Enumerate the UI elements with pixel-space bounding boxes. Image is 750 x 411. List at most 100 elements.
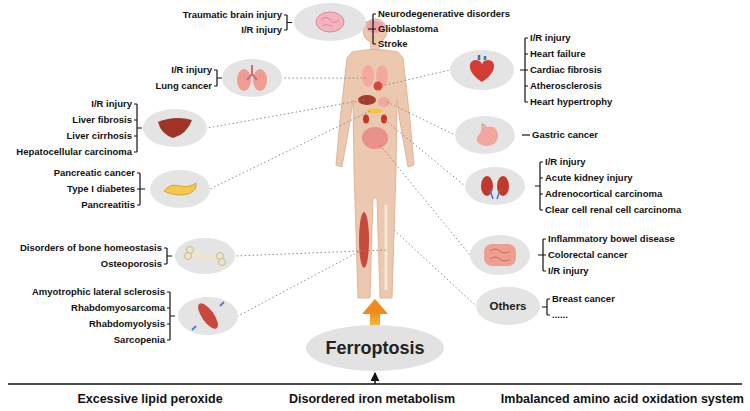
organ-ellipse: [455, 116, 515, 154]
organ-icon: [490, 190, 500, 199]
disease-label: ......: [552, 309, 568, 321]
human-body: [336, 19, 414, 298]
organ-ellipse-ground: [175, 238, 235, 274]
organ-icon: [321, 18, 339, 28]
disease-label: Lung cancer: [156, 80, 213, 92]
disease-label: Cardiac fibrosis: [530, 64, 602, 76]
bracket: [368, 14, 376, 44]
organ-icon: [192, 302, 224, 330]
bracket: [167, 292, 175, 340]
organ-icon: [470, 60, 494, 82]
leader-line: [381, 70, 450, 86]
bracket: [214, 70, 222, 86]
disease-label: I/R injury: [171, 64, 212, 76]
input-line: [8, 373, 742, 384]
disease-label: Heart hypertrophy: [530, 96, 612, 108]
mechanism-label: Disordered iron metabolism: [289, 391, 455, 407]
mechanism-label: Excessive lipid peroxide: [77, 391, 222, 407]
organ-icon: [477, 123, 498, 146]
organ-icon: [158, 118, 192, 138]
disease-label: Liver cirrhosis: [67, 130, 132, 142]
leader-line: [394, 230, 476, 306]
leader-line: [238, 250, 362, 316]
organ-ellipse: [178, 297, 238, 335]
disease-label: Acute kidney injury: [545, 172, 633, 184]
organ-ellipse: [450, 50, 514, 90]
disease-label: Sarcopenia: [114, 334, 165, 346]
disease-label: Heart failure: [530, 48, 585, 60]
organ-icon: [194, 300, 221, 331]
disease-label: Glioblastoma: [378, 23, 438, 35]
organ-icon: [164, 183, 196, 195]
disease-label: Adrenocortical carcinoma: [545, 188, 662, 200]
bracket: [535, 162, 543, 210]
disease-label: Neurodegenerative disorders: [378, 8, 510, 20]
disease-label: Stroke: [378, 38, 408, 50]
organ-icons: [143, 3, 530, 335]
leader-line: [387, 102, 455, 135]
organ-ellipse-ground: [143, 109, 207, 147]
organ-icon: [490, 249, 510, 261]
organ-ellipse-ground: [450, 50, 514, 90]
node-text: Others: [489, 300, 526, 312]
organ-ellipse-ground: [222, 59, 282, 97]
organ-ellipse: [150, 170, 210, 208]
bracket: [522, 134, 530, 135]
disease-label: I/R injury: [530, 32, 571, 44]
organ-ellipse-ground: [150, 170, 210, 208]
disease-label: Breast cancer: [552, 293, 615, 305]
organ-ellipse-ground: [470, 235, 530, 275]
disease-label: Amyotrophic lateral sclerosis: [32, 286, 165, 298]
disease-label: I/R injury: [241, 24, 282, 36]
organ-ellipse: [470, 235, 530, 275]
leader-line: [235, 250, 386, 256]
disease-label: Liver fibrosis: [72, 114, 132, 126]
organ-ellipse: [222, 59, 282, 97]
disease-label: Disorders of bone homeostasis: [20, 242, 162, 254]
disease-label: I/R injury: [91, 98, 132, 110]
organ-ellipse-ground: [455, 116, 515, 154]
organ-icon: [237, 69, 251, 91]
leader-line: [210, 111, 370, 189]
disease-label: Rhabdomyolysis: [89, 318, 165, 330]
organ-icon: [253, 69, 267, 91]
organ-ellipse: [465, 167, 525, 205]
others-ellipse: Others: [476, 287, 540, 325]
disease-label: Gastric cancer: [532, 129, 598, 141]
leader-line: [282, 78, 366, 79]
mechanism-label: Imbalanced amino acid oxidation system: [501, 391, 744, 407]
organ-icon: [479, 55, 485, 60]
ferroptosis-ellipse: Ferroptosis: [306, 325, 445, 371]
disease-label: Atherosclerosis: [530, 80, 602, 92]
disease-label: I/R injury: [548, 265, 589, 277]
leader-line: [207, 100, 364, 128]
organ-icon: [185, 253, 192, 260]
leader-line: [385, 120, 465, 186]
organ-ellipse: [175, 238, 235, 274]
leader-lines: [207, 22, 476, 316]
bracket: [542, 299, 550, 315]
organ-icon: [484, 244, 516, 266]
organ-ellipse: [294, 3, 366, 41]
organ-icon: [219, 259, 226, 266]
disease-label: Clear cell renal cell carcinoma: [545, 204, 681, 216]
disease-label: Colorectal cancer: [548, 249, 628, 261]
disease-label: Rhabdomyosarcoma: [71, 302, 165, 314]
brackets: [134, 14, 550, 340]
disease-label: Pancreatitis: [81, 199, 135, 211]
node-text: Ferroptosis: [325, 338, 424, 359]
organ-ellipse: [143, 109, 207, 147]
bracket: [137, 173, 145, 205]
disease-label: Traumatic brain injury: [183, 9, 282, 21]
organ-ellipse-ground: [178, 297, 238, 335]
bracket: [284, 15, 292, 30]
leader-line: [380, 145, 470, 255]
organ-icon: [191, 253, 219, 259]
disease-label: Hepatocellular carcinoma: [16, 146, 132, 158]
organ-icon: [316, 12, 344, 32]
organ-icon: [247, 65, 257, 80]
disease-label: I/R injury: [545, 156, 586, 168]
bracket: [538, 239, 546, 271]
organ-ellipse-ground: [294, 3, 366, 41]
bracket: [164, 248, 172, 264]
